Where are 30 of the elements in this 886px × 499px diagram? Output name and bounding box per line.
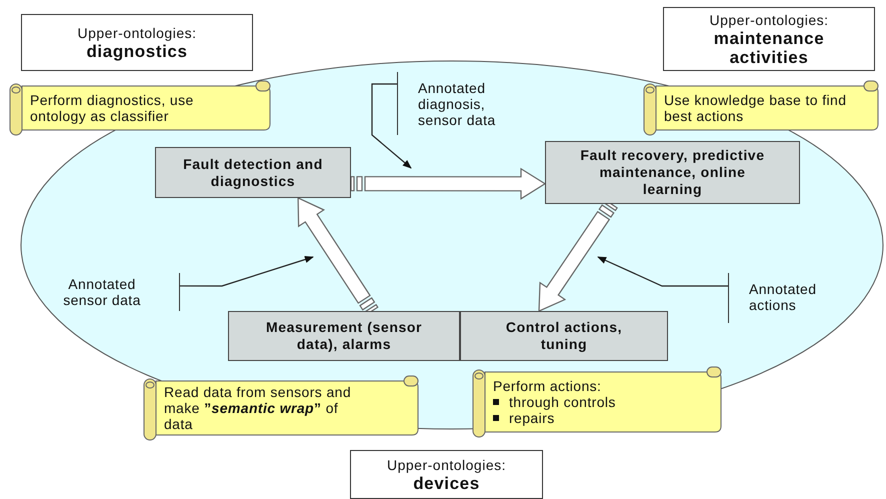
block-arrow bbox=[350, 168, 546, 200]
leader-line bbox=[597, 256, 728, 287]
leader-line bbox=[371, 83, 412, 169]
note-text: Read data from sensors and make ”semantic wrap” of data bbox=[164, 384, 352, 432]
box-title: diagnostics bbox=[86, 42, 188, 60]
process-label: Measurement (sensor data), alarms bbox=[264, 319, 424, 353]
box-heading: Upper-ontologies: bbox=[386, 456, 506, 474]
ontology-box bbox=[21, 14, 253, 71]
annotation-text: Annotated actions bbox=[749, 281, 818, 313]
process-box bbox=[460, 311, 668, 361]
box-heading: Upper-ontologies: bbox=[77, 24, 196, 42]
box-title: maintenance activities bbox=[712, 28, 826, 66]
ontology-box bbox=[663, 7, 875, 71]
note-text: Perform actions: bbox=[493, 378, 602, 394]
leader-line bbox=[180, 256, 314, 287]
process-label: Control actions, tuning bbox=[504, 319, 624, 353]
annotation-text: Annotated diagnosis, sensor data bbox=[418, 80, 497, 128]
process-box bbox=[228, 311, 460, 361]
note-text: Perform diagnostics, use ontology as classifier bbox=[30, 92, 195, 124]
process-box bbox=[545, 141, 800, 204]
list-item: repairs bbox=[509, 410, 555, 426]
list-item: through controls bbox=[509, 394, 616, 410]
process-label: Fault detection and diagnostics bbox=[182, 156, 324, 190]
annotation-text: Annotated sensor data bbox=[62, 276, 142, 308]
box-heading: Upper-ontologies: bbox=[709, 12, 828, 28]
process-box bbox=[155, 147, 351, 198]
process-label: Fault recovery, predictive maintenance, online learning bbox=[579, 147, 766, 198]
note-text: Use knowledge base to find best actions bbox=[664, 92, 848, 124]
ontology-box bbox=[350, 450, 543, 499]
box-title: devices bbox=[413, 474, 480, 492]
